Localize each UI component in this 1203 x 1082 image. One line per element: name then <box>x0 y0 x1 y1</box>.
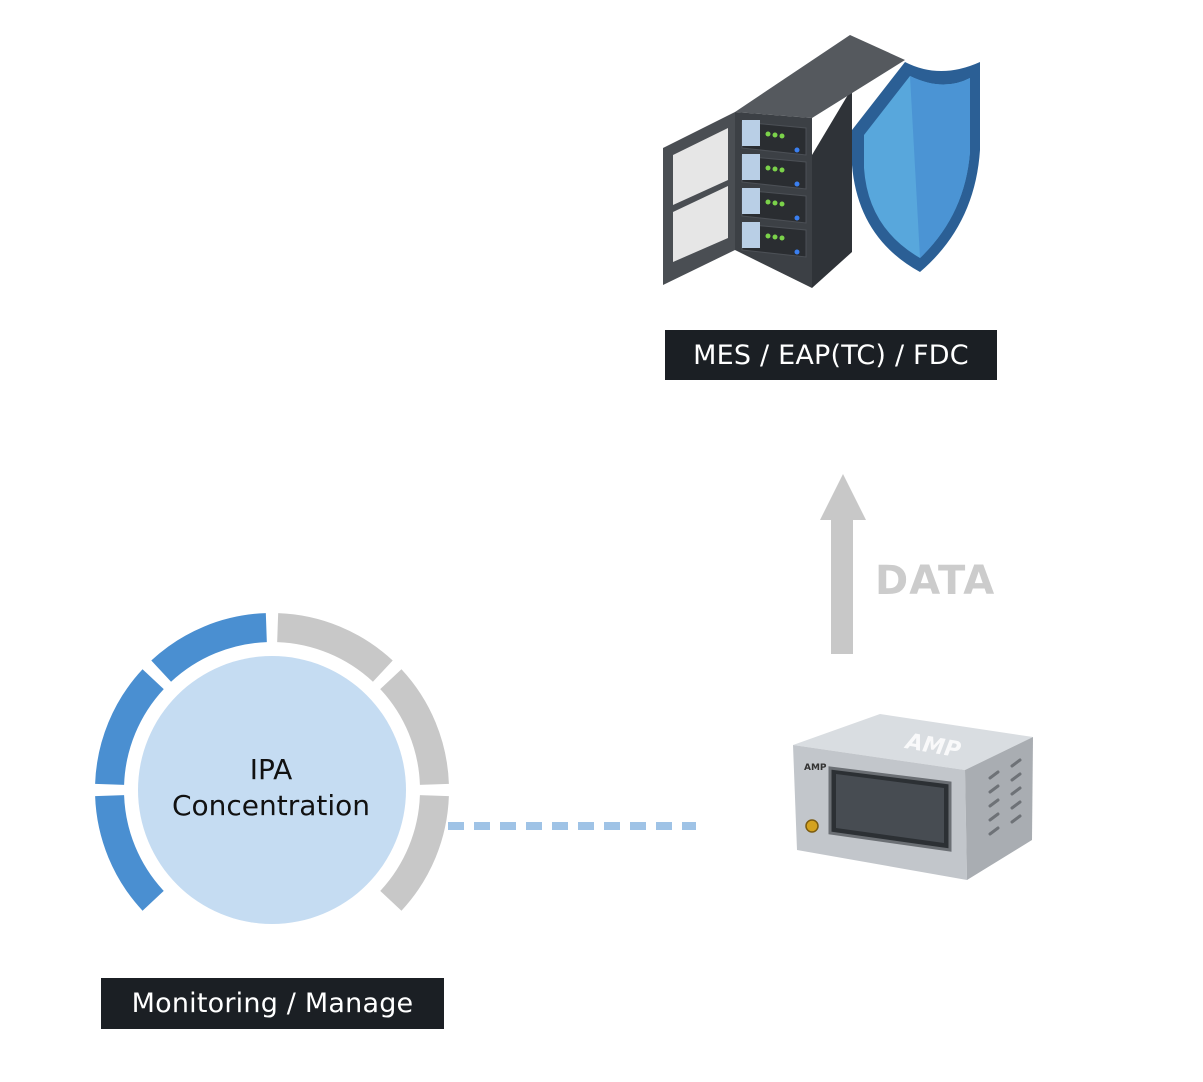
server-shield-icon <box>663 35 980 288</box>
gauge-segment-inactive <box>380 795 449 911</box>
monitoring-label: Monitoring / Manage <box>101 978 444 1029</box>
gauge-core <box>138 656 406 924</box>
data-flow-label: DATA <box>875 558 996 604</box>
server-label: MES / EAP(TC) / FDC <box>665 330 997 380</box>
shield-icon <box>852 62 980 272</box>
svg-text:AMP: AMP <box>804 763 827 773</box>
gauge-segment-inactive <box>380 669 449 785</box>
drive-bays <box>741 120 807 258</box>
dotted-connector <box>448 822 696 830</box>
gauge-title-line1: IPA <box>249 753 293 786</box>
gauge-segment-active <box>95 795 164 911</box>
gauge-segment-inactive <box>277 613 393 682</box>
arrow-up-icon <box>820 474 866 654</box>
gauge-title: IPA Concentration <box>136 752 406 824</box>
gauge-title-line2: Concentration <box>171 789 371 822</box>
ipa-gauge <box>95 613 449 924</box>
gauge-segment-active <box>151 613 267 682</box>
amp-device-icon: AMP AMP <box>793 714 1033 880</box>
gauge-segment-active <box>95 669 164 785</box>
